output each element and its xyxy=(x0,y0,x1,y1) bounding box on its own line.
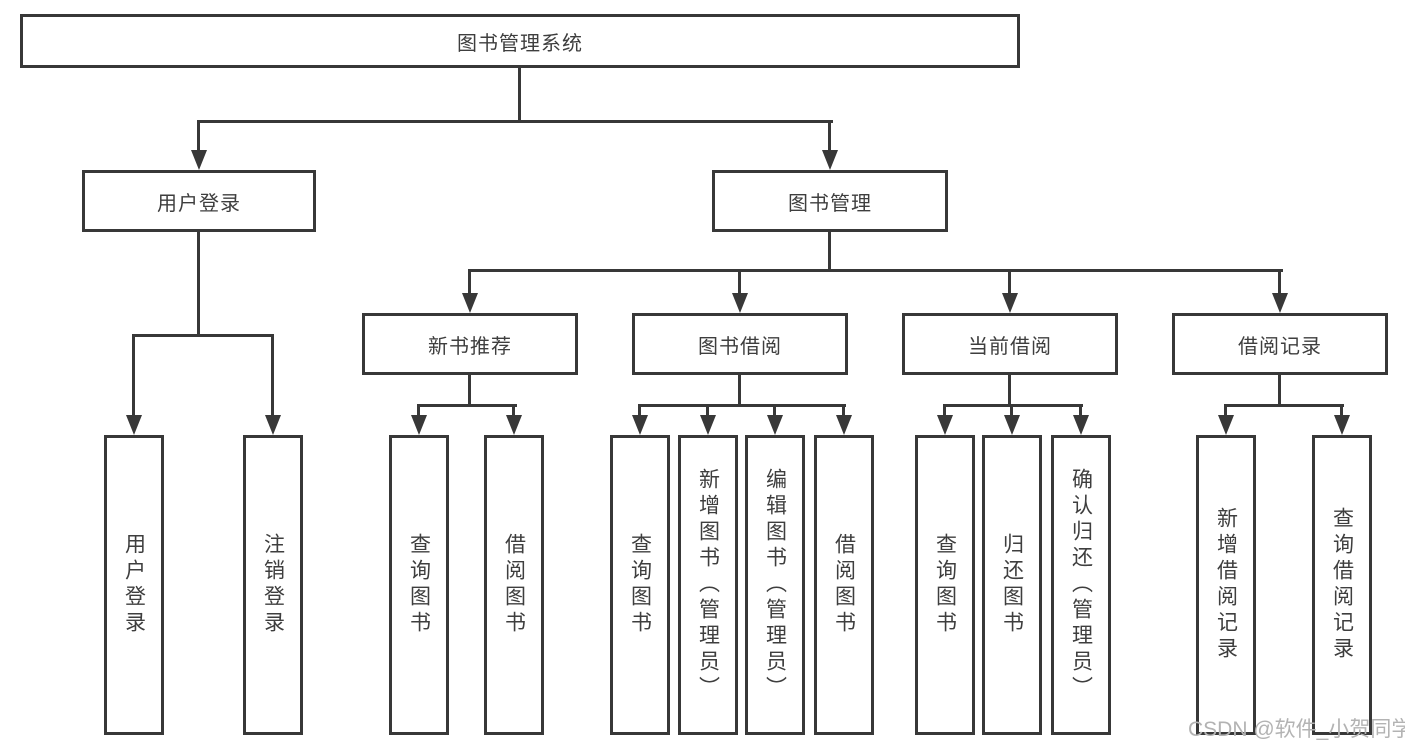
connector-stub xyxy=(1340,404,1343,417)
leaf-label: 借阅图书 xyxy=(832,533,856,637)
leaf-label: 编辑图书（管理员） xyxy=(763,468,787,702)
arrowhead-down-icon xyxy=(937,415,953,435)
connector-stub xyxy=(842,404,845,417)
csdn-watermark: CSDN @软件_小贺同学 xyxy=(1188,718,1405,741)
node-borrow-records: 借阅记录 xyxy=(1172,313,1388,375)
connector-split xyxy=(638,404,846,407)
connector-drop xyxy=(1278,375,1281,407)
leaf-add-book-admin: 新增图书（管理员） xyxy=(678,435,738,735)
leaf-label: 注销登录 xyxy=(261,533,285,637)
node-new-book-recommend: 新书推荐 xyxy=(362,313,578,375)
arrowhead-down-icon xyxy=(506,415,522,435)
leaf-query-books-2: 查询图书 xyxy=(610,435,670,735)
arrowhead-down-icon xyxy=(1272,293,1288,313)
arrowhead-down-icon xyxy=(462,293,478,313)
arrowhead-down-icon xyxy=(836,415,852,435)
arrowhead-down-icon xyxy=(1073,415,1089,435)
connector-root-drop xyxy=(518,66,521,123)
leaf-label: 新增借阅记录 xyxy=(1214,507,1238,663)
leaf-user-login: 用户登录 xyxy=(104,435,164,735)
arrowhead-down-icon xyxy=(1218,415,1234,435)
leaf-query-books-1: 查询图书 xyxy=(389,435,449,735)
leaf-label: 查询图书 xyxy=(933,533,957,637)
leaf-logout: 注销登录 xyxy=(243,435,303,735)
connector-stub xyxy=(1079,404,1082,417)
connector-stub xyxy=(828,120,831,153)
connector-stub xyxy=(512,404,515,417)
leaf-label: 借阅图书 xyxy=(502,533,526,637)
node-label: 借阅记录 xyxy=(1238,335,1322,358)
arrowhead-down-icon xyxy=(822,150,838,170)
leaf-label: 归还图书 xyxy=(1000,533,1024,637)
node-label: 用户登录 xyxy=(157,192,241,215)
connector-stub xyxy=(1008,269,1011,295)
leaf-label: 查询借阅记录 xyxy=(1330,507,1354,663)
connector-stub xyxy=(197,120,200,153)
connector-userlogin-split xyxy=(132,334,274,337)
node-user-login: 用户登录 xyxy=(82,170,316,232)
node-label: 新书推荐 xyxy=(428,335,512,358)
node-book-management: 图书管理 xyxy=(712,170,948,232)
leaf-label: 确认归还（管理员） xyxy=(1069,468,1093,702)
arrowhead-down-icon xyxy=(191,150,207,170)
node-label: 当前借阅 xyxy=(968,335,1052,358)
connector-split xyxy=(943,404,1083,407)
connector-stub xyxy=(468,269,471,295)
connector-stub xyxy=(706,404,709,417)
connector-stub xyxy=(943,404,946,417)
arrowhead-down-icon xyxy=(265,415,281,435)
arrowhead-down-icon xyxy=(1334,415,1350,435)
connector-drop xyxy=(468,375,471,407)
connector-userlogin-drop xyxy=(197,232,200,337)
connector-bookmgmt-drop xyxy=(828,232,831,272)
leaf-add-borrow-record: 新增借阅记录 xyxy=(1196,435,1256,735)
leaf-query-borrow-record: 查询借阅记录 xyxy=(1312,435,1372,735)
connector-stub xyxy=(271,334,274,417)
connector-stub xyxy=(1010,404,1013,417)
leaf-label: 用户登录 xyxy=(122,533,146,637)
arrowhead-down-icon xyxy=(411,415,427,435)
arrowhead-down-icon xyxy=(1004,415,1020,435)
connector-split xyxy=(1224,404,1344,407)
arrowhead-down-icon xyxy=(1002,293,1018,313)
connector-stub xyxy=(1224,404,1227,417)
arrowhead-down-icon xyxy=(700,415,716,435)
connector-drop xyxy=(1008,375,1011,407)
node-label: 图书管理 xyxy=(788,192,872,215)
leaf-query-books-3: 查询图书 xyxy=(915,435,975,735)
connector-bookmgmt-split xyxy=(468,269,1283,272)
connector-stub xyxy=(738,269,741,295)
node-label: 图书管理系统 xyxy=(457,32,583,55)
leaf-label: 查询图书 xyxy=(628,533,652,637)
arrowhead-down-icon xyxy=(632,415,648,435)
connector-split xyxy=(417,404,517,407)
leaf-label: 查询图书 xyxy=(407,533,431,637)
node-library-system: 图书管理系统 xyxy=(20,14,1020,68)
connector-root-split xyxy=(197,120,833,123)
connector-stub xyxy=(773,404,776,417)
connector-stub xyxy=(417,404,420,417)
leaf-borrow-books-2: 借阅图书 xyxy=(814,435,874,735)
connector-drop xyxy=(738,375,741,407)
node-book-borrow: 图书借阅 xyxy=(632,313,848,375)
leaf-confirm-return-admin: 确认归还（管理员） xyxy=(1051,435,1111,735)
arrowhead-down-icon xyxy=(126,415,142,435)
leaf-edit-book-admin: 编辑图书（管理员） xyxy=(745,435,805,735)
arrowhead-down-icon xyxy=(767,415,783,435)
connector-stub xyxy=(1278,269,1281,295)
leaf-borrow-books-1: 借阅图书 xyxy=(484,435,544,735)
leaf-label: 新增图书（管理员） xyxy=(696,468,720,702)
connector-stub xyxy=(638,404,641,417)
leaf-return-book: 归还图书 xyxy=(982,435,1042,735)
node-current-borrow: 当前借阅 xyxy=(902,313,1118,375)
connector-stub xyxy=(132,334,135,417)
node-label: 图书借阅 xyxy=(698,335,782,358)
arrowhead-down-icon xyxy=(732,293,748,313)
